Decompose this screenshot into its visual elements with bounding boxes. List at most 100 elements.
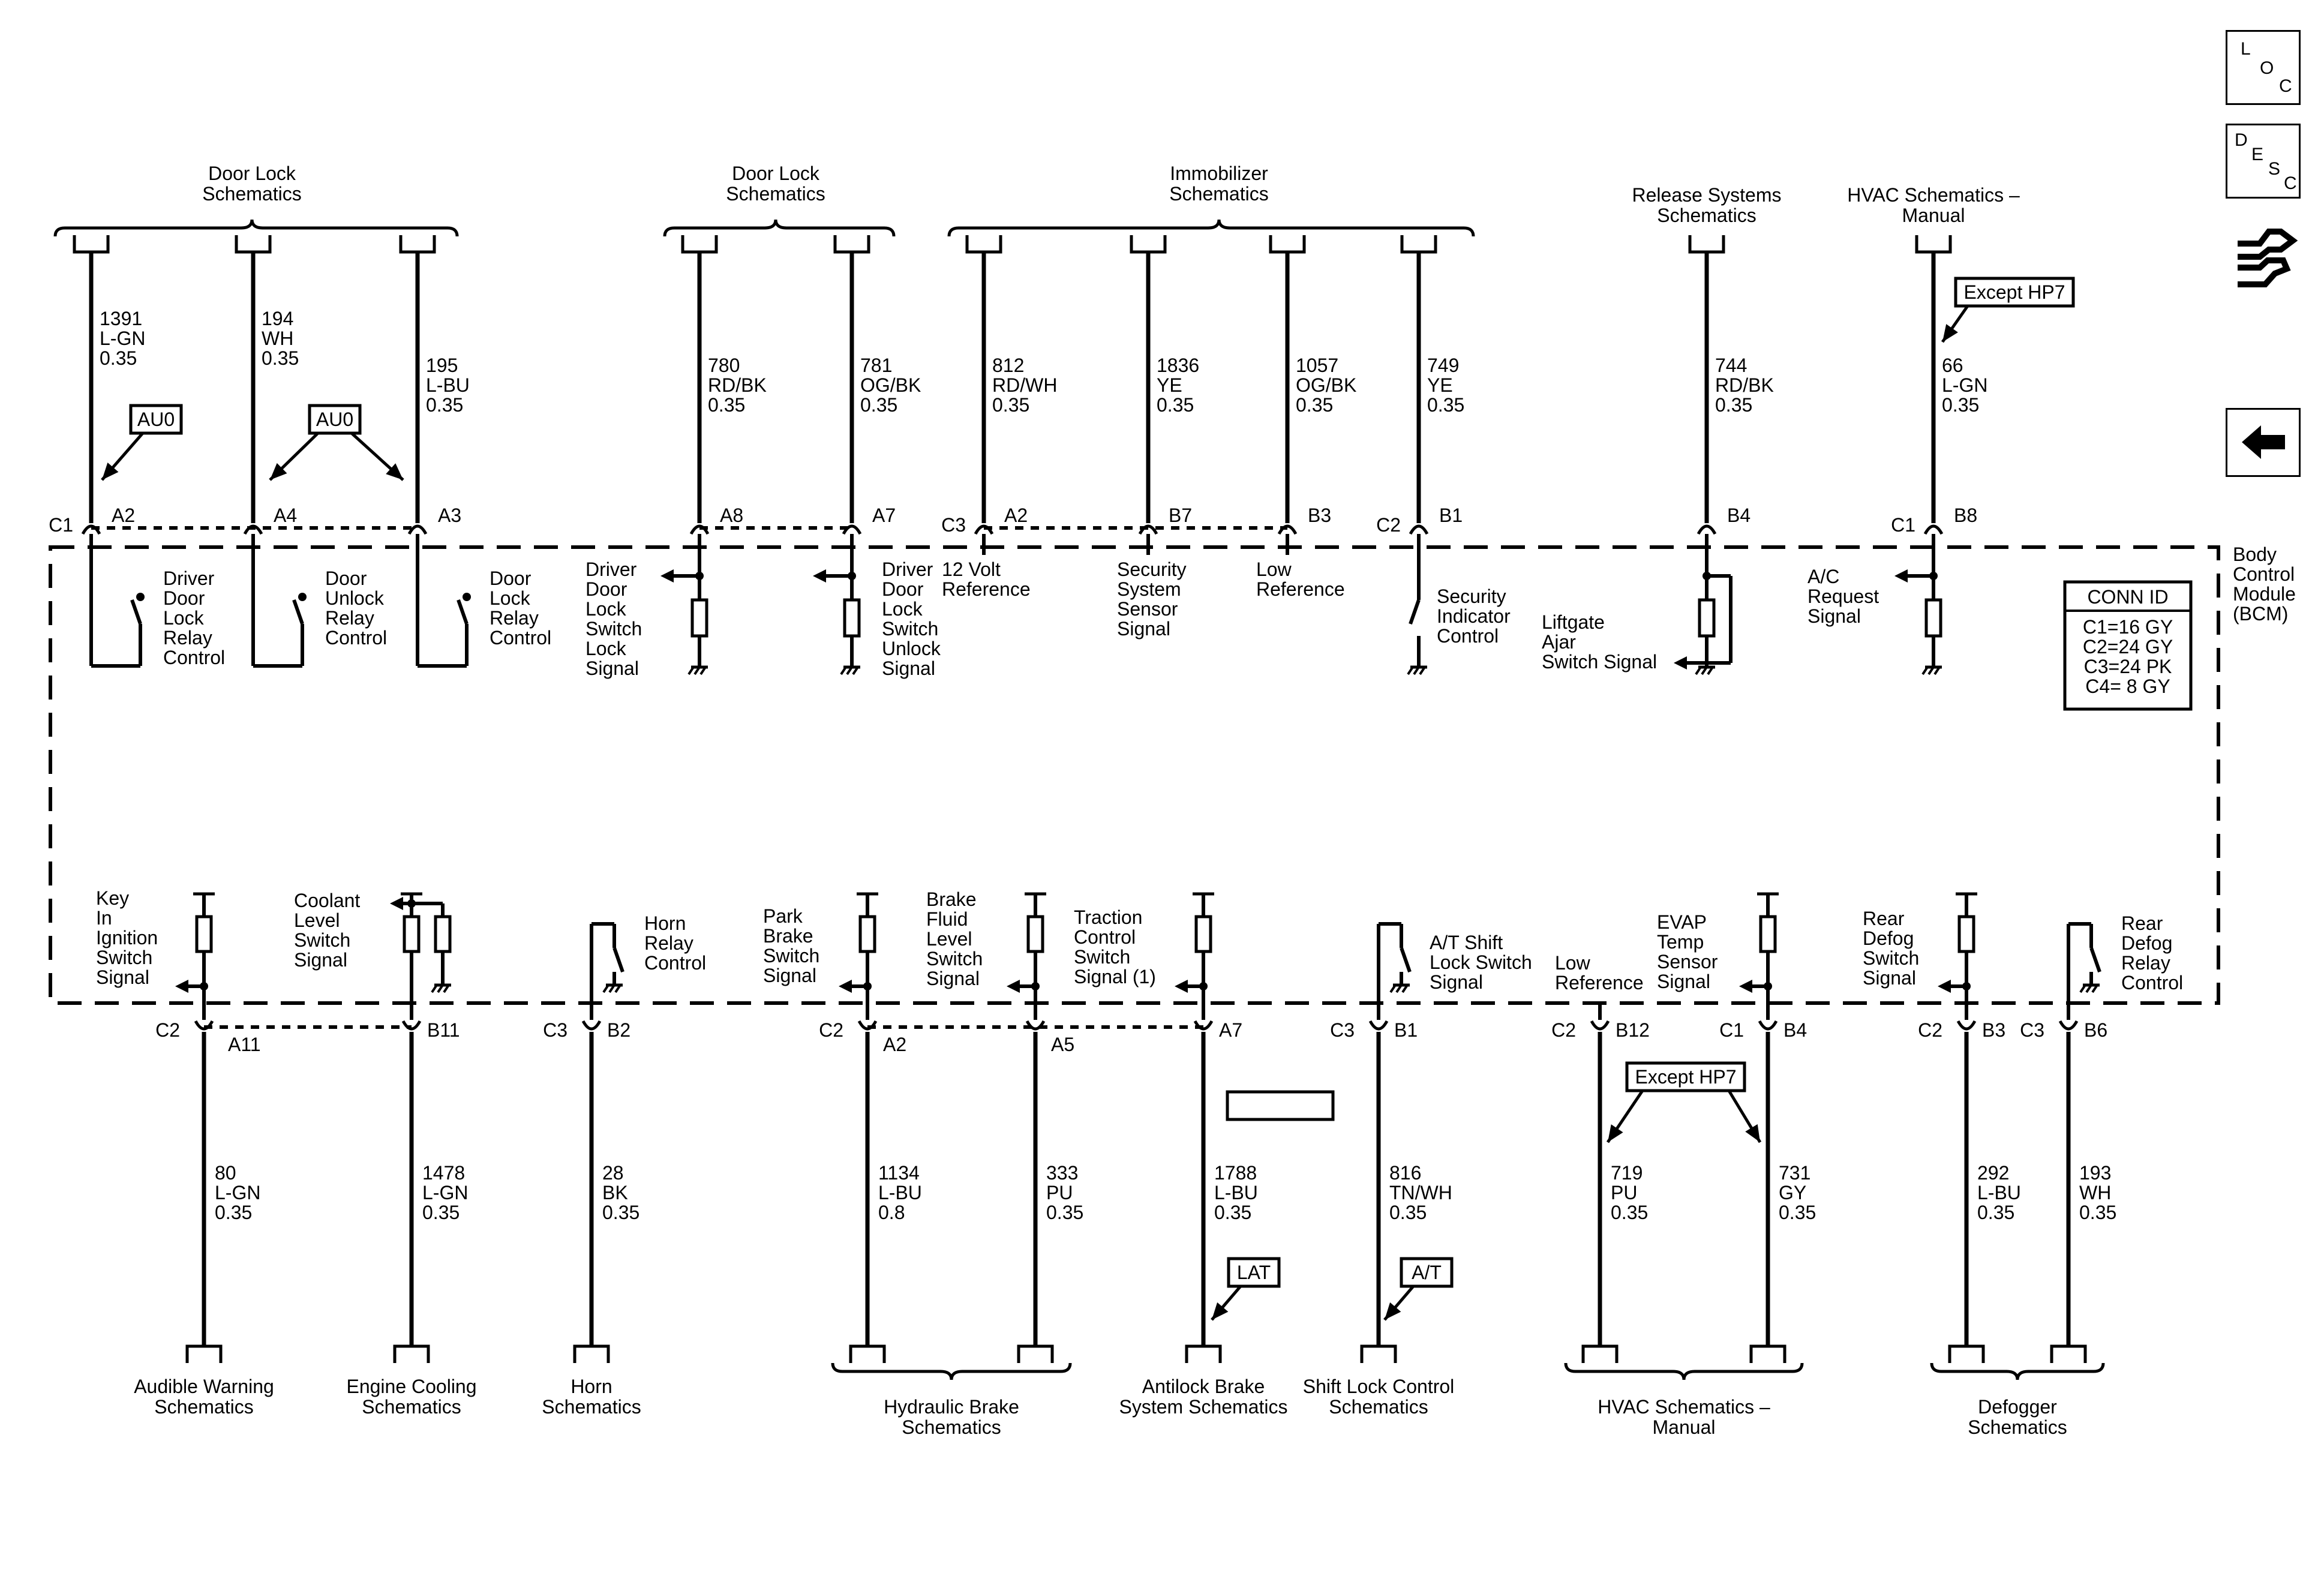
bottom-destination-title: Schematics	[902, 1416, 1001, 1438]
connector-pin	[1409, 524, 1429, 535]
bottom-destination-title: Manual	[1653, 1416, 1716, 1438]
circuit-label: Signal	[294, 949, 347, 971]
terminal	[399, 235, 436, 254]
resistor	[1026, 915, 1044, 953]
option-label: LAT	[1237, 1262, 1271, 1283]
ground-hatch	[1419, 666, 1426, 676]
circuit-label: Horn	[644, 912, 686, 934]
circuit-label: Signal	[763, 965, 816, 986]
terminal	[965, 235, 1002, 254]
circuit-label: Low	[1555, 952, 1591, 974]
circuit-label: Driver	[882, 559, 933, 580]
wire-id: L-BU	[426, 374, 470, 396]
top-destination-title: Release Systems	[1632, 184, 1782, 206]
pin-id: A11	[228, 1034, 261, 1055]
arrow-head	[1942, 324, 1958, 342]
pin-id: B4	[1783, 1019, 1807, 1041]
wire-id: 0.35	[1611, 1202, 1648, 1223]
top-destination-title: Schematics	[1169, 183, 1268, 205]
circuit-label: 12 Volt	[942, 559, 1001, 580]
circuit-label: Defog	[2121, 932, 2172, 954]
ground-hatch	[431, 984, 438, 993]
destination-bracket	[1930, 1362, 2105, 1380]
destination-bracket	[831, 1362, 1072, 1380]
ground-hatch	[1395, 984, 1403, 993]
arrow-head	[175, 980, 188, 993]
arrow-head	[1745, 1124, 1760, 1142]
wire-id: L-GN	[1942, 374, 1987, 396]
option-box	[1400, 1257, 1454, 1288]
circuit-label: Switch	[926, 948, 983, 969]
wire-id: WH	[2079, 1182, 2111, 1203]
pin-id: B3	[1308, 505, 1331, 526]
circuit-label: Door	[490, 568, 532, 589]
circuit-label: Request	[1807, 586, 1879, 607]
connector-end-view-icon[interactable]	[2233, 214, 2299, 298]
pin-id: B2	[607, 1019, 630, 1041]
ground-hatch	[840, 666, 847, 676]
arrow-head	[1007, 980, 1020, 993]
arrow-head	[1938, 980, 1951, 993]
ground-hatch	[693, 666, 701, 676]
pin-id: B12	[1616, 1019, 1650, 1041]
circuit-label: Switch	[1863, 947, 1919, 969]
destination-bracket	[1564, 1362, 1804, 1380]
module-name: (BCM)	[2233, 603, 2288, 625]
left-arrow-icon	[2242, 425, 2285, 459]
wire	[292, 599, 304, 625]
wire-id: OG/BK	[860, 374, 921, 396]
pin-id: A2	[112, 505, 135, 526]
pin-id: B7	[1169, 505, 1192, 526]
wire-id: YE	[1427, 374, 1453, 396]
ground-hatch	[1707, 666, 1714, 676]
wire-id: 66	[1942, 355, 1963, 376]
circuit-label: Signal	[1117, 618, 1170, 640]
circuit-label: Signal	[96, 966, 149, 988]
wire-id: 0.35	[100, 347, 137, 369]
resistor	[434, 915, 452, 953]
option-box	[1227, 1257, 1281, 1288]
ground-hatch	[1701, 666, 1708, 676]
ground-hatch	[2085, 984, 2092, 993]
wire-id: 195	[426, 355, 458, 376]
connector-id: C1	[1719, 1019, 1744, 1041]
connector-pin	[243, 524, 263, 535]
option-box	[1954, 277, 2075, 308]
circuit-label: Signal	[1430, 971, 1483, 993]
conn-id-row: C2=24 GY	[2083, 636, 2173, 658]
circuit-label: Level	[926, 928, 972, 950]
wire-id: 0.35	[1157, 394, 1194, 416]
wire-id: 1134	[878, 1162, 920, 1184]
wire-id: 0.35	[1942, 394, 1979, 416]
wire-id: 0.35	[1427, 394, 1464, 416]
connector-id: C3	[2020, 1019, 2044, 1041]
terminal	[1130, 235, 1167, 254]
arrow-head	[1385, 1302, 1401, 1320]
relay-contact	[136, 593, 145, 601]
arrow-head	[839, 980, 852, 993]
wire-id: RD/BK	[1715, 374, 1774, 396]
wire-id: 781	[860, 355, 892, 376]
circuit-label: Driver	[163, 568, 215, 589]
back-button[interactable]	[2226, 408, 2301, 477]
circuit-label: A/T Shift	[1430, 932, 1503, 953]
bottom-destination-title: Shift Lock Control	[1303, 1376, 1455, 1397]
wire-id: 744	[1715, 355, 1747, 376]
connector-id: C2	[819, 1019, 843, 1041]
terminal	[185, 1344, 223, 1363]
wire-id: 812	[992, 355, 1024, 376]
connector-pin	[857, 1020, 878, 1031]
conn-id-row: C1=16 GY	[2083, 616, 2173, 638]
circuit-label: Relay	[2121, 952, 2170, 974]
ground-hatch	[699, 666, 707, 676]
wire-id: OG/BK	[1296, 374, 1356, 396]
description-button[interactable]: D E S C	[2226, 124, 2301, 199]
circuit-label: In	[96, 907, 112, 929]
wire-id: 0.35	[708, 394, 745, 416]
ground-hatch	[608, 984, 615, 993]
connector-id: C1	[49, 514, 73, 536]
wire-id: 0.35	[1046, 1202, 1083, 1223]
wire-id: PU	[1046, 1182, 1073, 1203]
location-button[interactable]: L O C	[2226, 30, 2301, 105]
wire-id: L-BU	[878, 1182, 922, 1203]
